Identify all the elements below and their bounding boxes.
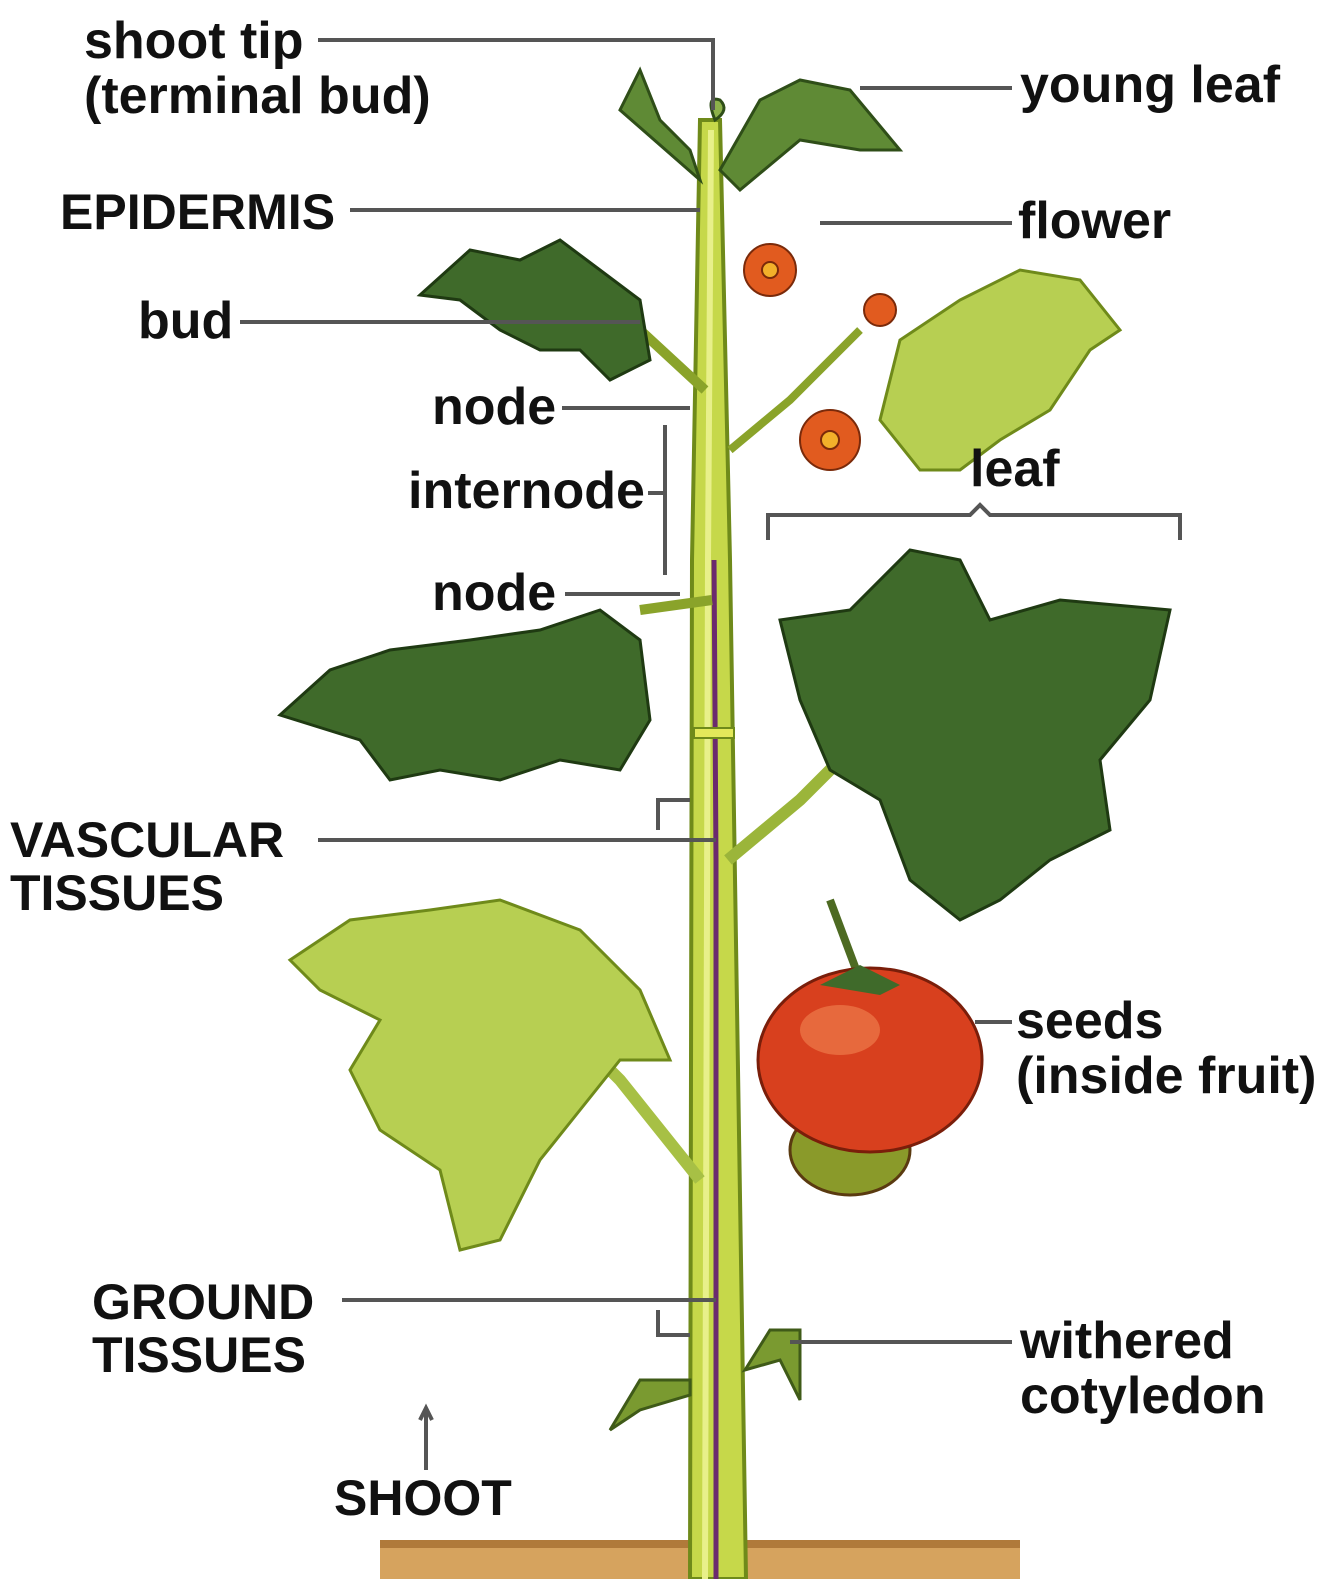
label-flower: flower (1018, 194, 1171, 249)
label-young-leaf: young leaf (1020, 58, 1280, 113)
middle-right-leaf (780, 550, 1170, 920)
label-shoot-tip-line1: shoot tip (84, 14, 431, 69)
label-vascular-line1: VASCULAR (10, 814, 284, 867)
young-leaves (620, 70, 900, 190)
label-ground-line1: GROUND (92, 1276, 314, 1329)
label-node-lower: node (432, 566, 556, 621)
label-leaf: leaf (970, 442, 1060, 497)
label-internode: internode (408, 464, 645, 519)
label-seeds-line1: seeds (1016, 994, 1316, 1049)
label-node-upper: node (432, 380, 556, 435)
tomato-fruit (758, 900, 982, 1195)
label-shoot-tip-line2: (terminal bud) (84, 69, 431, 124)
vascular-strand (714, 560, 716, 1579)
label-vascular-line2: TISSUES (10, 867, 284, 920)
label-vascular-tissues: VASCULAR TISSUES (10, 814, 284, 919)
label-bud: bud (138, 294, 233, 349)
label-shoot-tip: shoot tip (terminal bud) (84, 14, 431, 123)
label-epidermis: EPIDERMIS (60, 186, 335, 239)
label-seeds-line2: (inside fruit) (1016, 1049, 1316, 1104)
label-withered-line2: cotyledon (1020, 1369, 1266, 1424)
label-withered-line1: withered (1020, 1314, 1266, 1369)
upper-left-leaf (420, 240, 650, 380)
label-ground-line2: TISSUES (92, 1329, 314, 1382)
middle-left-leaf (280, 610, 650, 780)
label-shoot: SHOOT (334, 1472, 512, 1525)
label-seeds: seeds (inside fruit) (1016, 994, 1316, 1103)
flowers (744, 244, 896, 470)
label-ground-tissues: GROUND TISSUES (92, 1276, 314, 1381)
label-withered-cotyledon: withered cotyledon (1020, 1314, 1266, 1423)
